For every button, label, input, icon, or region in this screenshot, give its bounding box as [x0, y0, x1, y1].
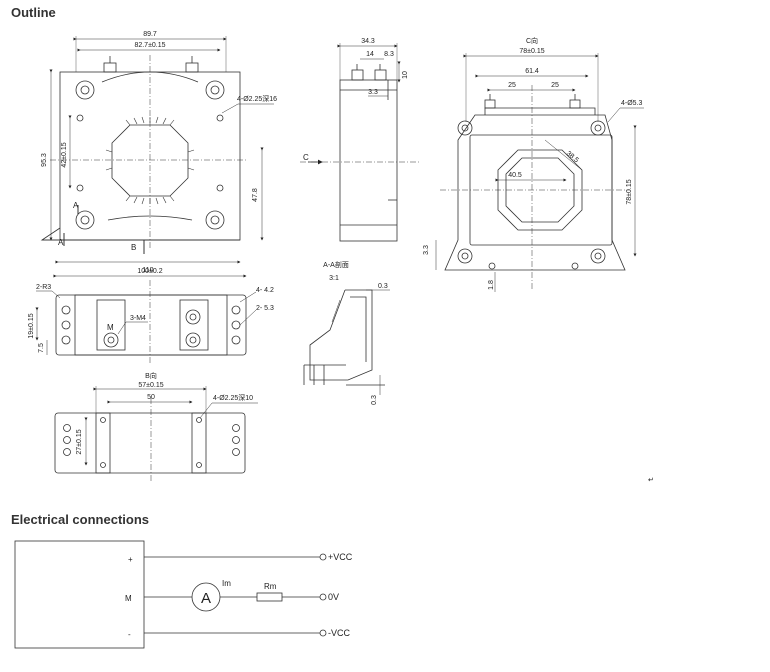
b-dim-50: 50 [147, 394, 155, 401]
c-window-inner [505, 157, 575, 223]
side-dim-14: 14 [366, 51, 374, 58]
side-dim-width: 34.3 [361, 38, 375, 45]
bottom-dim-7-5: 7.5 [38, 343, 45, 353]
c-dim-25b: 25 [551, 82, 559, 89]
front-dim-width-top: 89.7 [143, 31, 157, 38]
front-marker-b: B [131, 243, 136, 252]
c-dim-61-4: 61.4 [525, 68, 539, 75]
c-dim-3-3: 3.3 [423, 245, 430, 255]
resistor-rm [256, 592, 283, 602]
circuit-diagram [14, 540, 327, 649]
pin-m-label: M [125, 594, 132, 603]
c-dim-25a: 25 [508, 82, 516, 89]
bottom-dim-width: 100±0.2 [137, 268, 162, 275]
section-view [303, 289, 390, 395]
c-dim-hole: 4-Ø5.3 [621, 100, 643, 107]
bottom-dim-4-2: 4- 4.2 [256, 287, 274, 294]
b-dim-27: 27±0.15 [76, 429, 83, 454]
section-dim-0-3b: 0.3 [371, 395, 378, 405]
c-view-title: C向 [526, 36, 538, 45]
section-title: A-A剖面 [323, 260, 349, 269]
bottom-view [35, 274, 257, 365]
b-dim-57: 57±0.15 [138, 382, 163, 389]
bottom-dim-5-3: 2- 5.3 [256, 305, 274, 312]
c-dim-vert: 78±0.15 [626, 179, 633, 204]
side-marker-c: C [303, 153, 309, 162]
terminal-vcc-minus [319, 629, 327, 637]
c-dim-1-8: 1.8 [488, 280, 495, 290]
front-view [40, 36, 274, 264]
bottom-dim-r3: 2-R3 [36, 284, 51, 291]
bottom-dim-m4: 3-M4 [130, 315, 146, 322]
return-mark: ↵ [648, 477, 654, 484]
front-dim-hole-spec: 4-Ø2.25深16 [237, 94, 277, 103]
front-marker-a2: A [58, 238, 64, 247]
side-dim-10: 10 [402, 71, 409, 79]
side-view [300, 43, 420, 242]
electrical-connections-heading: Electrical connections [11, 512, 149, 527]
b-dim-holes: 4-Ø2.25深10 [213, 393, 253, 402]
out-0v-label: 0V [328, 592, 339, 602]
b-view [54, 386, 258, 482]
terminal-0v [319, 593, 327, 601]
out-vcc-plus-label: +VCC [328, 552, 353, 562]
out-vcc-minus-label: -VCC [328, 628, 350, 638]
terminal-vcc-plus [319, 553, 327, 561]
c-dim-40-5: 40.5 [508, 172, 522, 179]
bottom-marker-m: M [107, 323, 114, 332]
section-scale: 3:1 [329, 275, 339, 282]
bottom-dim-19: 19±0.15 [28, 313, 35, 338]
section-dim-0-3a: 0.3 [378, 283, 388, 290]
front-dim-height: 95.3 [41, 153, 48, 167]
outline-heading: Outline [11, 5, 56, 20]
front-dim-base-width: 110 [142, 267, 153, 274]
pin-minus-label: - [128, 630, 131, 639]
ammeter-label: A [201, 590, 211, 607]
c-view [435, 53, 644, 292]
im-label: Im [222, 579, 231, 588]
front-dim-right-h: 47.8 [252, 188, 259, 202]
pin-plus-label: + [128, 555, 133, 564]
front-dim-hole-v: 42±0.15 [61, 142, 68, 167]
rm-label: Rm [264, 582, 277, 591]
front-marker-a1: A [73, 201, 79, 210]
side-dim-3-3: 3.3 [368, 89, 378, 96]
side-dim-8-3: 8.3 [384, 51, 394, 58]
c-window-outer [497, 149, 583, 231]
front-dim-hole-pitch: 82.7±0.15 [134, 42, 165, 49]
sensor-box [14, 540, 145, 649]
b-view-title: B向 [145, 371, 157, 380]
c-dim-pitch: 78±0.15 [519, 48, 544, 55]
